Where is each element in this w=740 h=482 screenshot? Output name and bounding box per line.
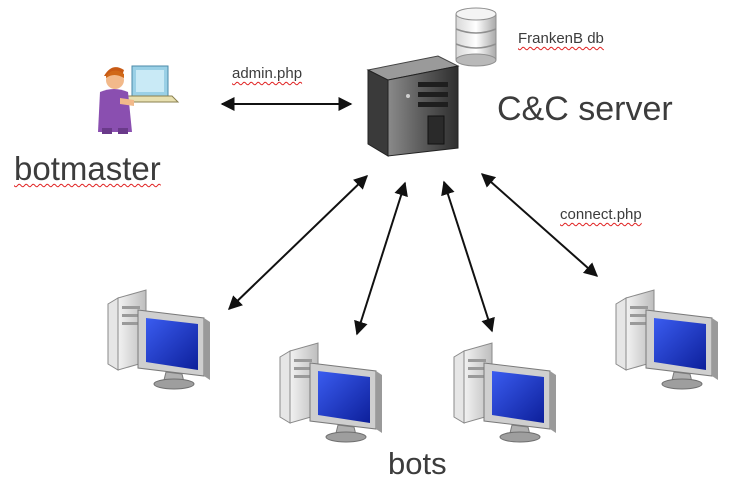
bot-computer-icon — [453, 342, 557, 443]
bot-computer-icon — [279, 342, 383, 443]
botmaster-label: botmaster — [14, 150, 161, 187]
database-label: FrankenB db — [518, 30, 604, 47]
bot-computer-icon — [615, 289, 719, 390]
server-label: C&C server — [497, 90, 673, 128]
bot-link-arrow — [354, 181, 408, 336]
bot-link-arrow — [227, 175, 369, 310]
database-icon — [455, 7, 497, 67]
person-at-computer-icon — [98, 65, 180, 134]
bots-label: bots — [388, 446, 447, 481]
bot-link-arrow — [441, 180, 495, 333]
bot-computer-icon — [107, 289, 211, 390]
connect-link-label: connect.php — [560, 206, 642, 223]
admin-link-label: admin.php — [232, 65, 303, 82]
bot-link-arrow — [480, 173, 599, 277]
server-tower-icon — [366, 55, 460, 157]
